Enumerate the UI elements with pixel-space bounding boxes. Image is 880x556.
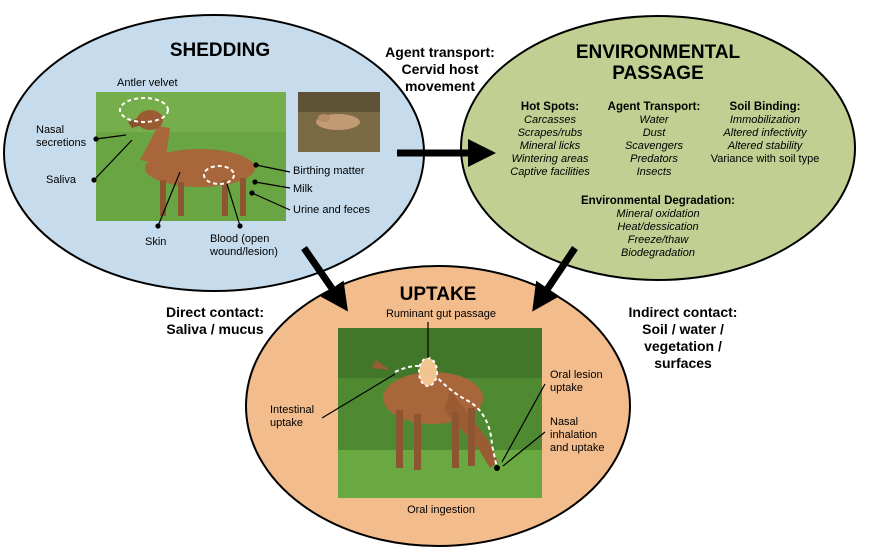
label-nasal-inhalation: Nasal inhalation and uptake — [550, 416, 605, 454]
label-milk: Milk — [293, 183, 313, 195]
soil-binding-item: Altered stability — [727, 140, 803, 152]
degradation-item: Mineral oxidation — [616, 208, 700, 220]
label-oral-ingestion: Oral ingestion — [407, 504, 475, 516]
degradation-item: Heat/dessication — [617, 221, 699, 233]
soil-binding-group: Soil Binding: Immobilization Altered inf… — [700, 101, 830, 166]
label-saliva: Saliva — [46, 174, 76, 186]
agent-transport-item: Insects — [636, 166, 672, 178]
label-ruminant-gut: Ruminant gut passage — [385, 308, 497, 320]
label-direct-contact: Direct contact: Saliva / mucus — [165, 304, 265, 337]
agent-transport-item: Scavengers — [624, 140, 684, 152]
agent-transport-group: Agent Transport: Water Dust Scavengers P… — [598, 101, 710, 179]
degradation-header: Environmental Degradation: — [581, 195, 735, 207]
environmental-title-line2: PASSAGE — [612, 63, 704, 84]
hot-spot-item: Wintering areas — [511, 153, 589, 165]
carcass-photo — [298, 92, 380, 152]
soil-binding-item: Altered infectivity — [723, 127, 807, 139]
soil-binding-variance: Variance with soil type — [710, 153, 820, 165]
hot-spots-group: Hot Spots: Carcasses Scrapes/rubs Minera… — [494, 101, 606, 179]
hot-spot-item: Captive facilities — [510, 166, 590, 178]
shedding-title: SHEDDING — [169, 40, 271, 61]
arrow-shedding-to-uptake — [301, 246, 348, 312]
degradation-item: Biodegradation — [620, 247, 695, 259]
agent-transport-item: Dust — [642, 127, 666, 139]
hot-spots-header: Hot Spots: — [520, 101, 580, 113]
shedding-leader-lines — [91, 134, 291, 229]
environmental-title-line1: ENVIRONMENTAL — [575, 42, 741, 63]
label-birthing-matter: Birthing matter — [293, 165, 365, 177]
uptake-deer-photo — [338, 328, 542, 498]
hot-spot-item: Scrapes/rubs — [517, 127, 583, 139]
label-oral-lesion: Oral lesion uptake — [550, 369, 603, 394]
arrow-environment-to-uptake — [532, 246, 578, 312]
degradation-group: Environmental Degradation: Mineral oxida… — [560, 195, 756, 260]
soil-binding-header: Soil Binding: — [729, 101, 801, 113]
hot-spot-item: Mineral licks — [519, 140, 581, 152]
label-urine-feces: Urine and feces — [293, 204, 371, 216]
agent-transport-header: Agent Transport: — [607, 101, 701, 113]
label-nasal-secretions: Nasal secretions — [36, 124, 87, 149]
shedding-deer-photo — [96, 92, 286, 221]
environmental-ellipse — [460, 15, 856, 281]
soil-binding-item: Immobilization — [729, 114, 801, 126]
label-skin: Skin — [145, 236, 167, 248]
label-antler-velvet: Antler velvet — [117, 77, 178, 89]
label-intestinal-uptake: Intestinal uptake — [270, 404, 315, 429]
uptake-leader-lines — [321, 322, 546, 467]
label-blood: Blood (open wound/lesion) — [210, 233, 278, 258]
agent-transport-item: Predators — [630, 153, 678, 165]
agent-transport-item: Water — [639, 114, 669, 126]
hot-spot-item: Carcasses — [524, 114, 576, 126]
label-indirect-contact: Indirect contact: Soil / water / vegetat… — [628, 304, 738, 371]
uptake-title: UPTAKE — [399, 284, 477, 305]
degradation-item: Freeze/thaw — [627, 234, 689, 246]
label-agent-transport-host: Agent transport: Cervid host movement — [385, 44, 495, 94]
